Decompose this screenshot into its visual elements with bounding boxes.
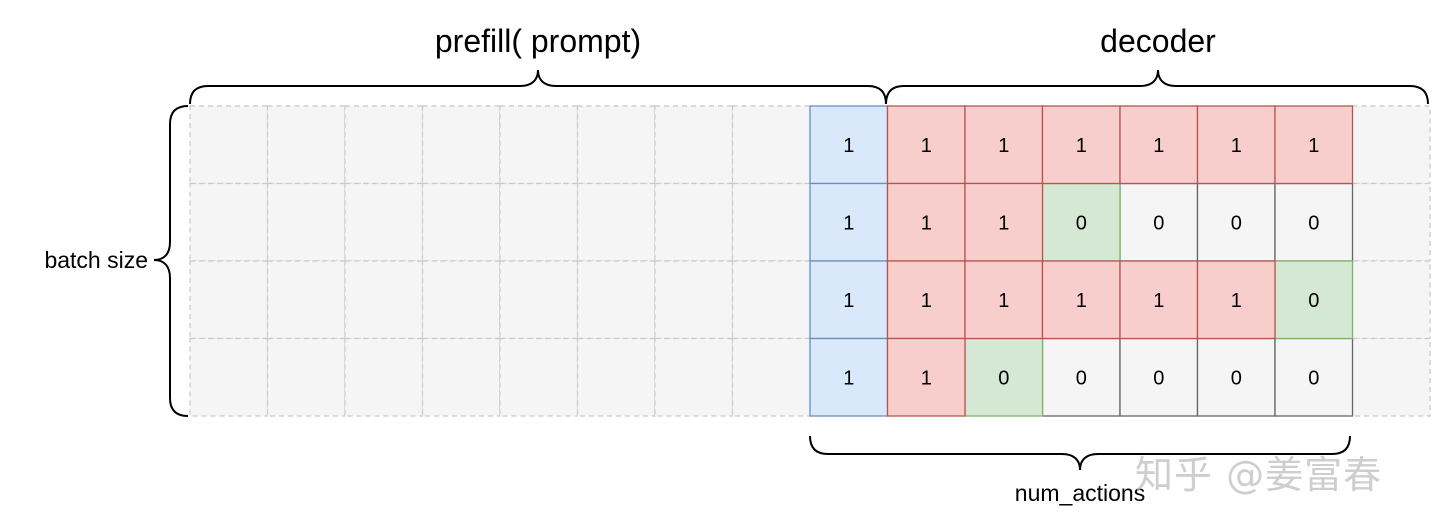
- decoder-cell-gray: [1119, 337, 1199, 417]
- empty-cell: [266, 182, 346, 262]
- cell-value: 1: [843, 135, 854, 157]
- decoder-cell-green: [1274, 260, 1354, 340]
- mask-cells-group: 1 1 1 1 0 0 0 0 0 0 0 0 0 0 1 1 1 1 1 1 1 1 1 1 1 1 1 1: [809, 105, 1354, 417]
- cell-value: 0: [1231, 212, 1242, 234]
- decoder-brace: [885, 69, 1429, 105]
- num-actions-label: num_actions: [1015, 480, 1145, 506]
- empty-cell: [499, 105, 579, 185]
- empty-cell: [189, 337, 269, 417]
- decoder-cell-red: [1119, 260, 1199, 340]
- empty-cell: [499, 260, 579, 340]
- empty-cell: [731, 260, 811, 340]
- empty-cell: [421, 337, 501, 417]
- cell-value: 1: [1231, 290, 1242, 312]
- cell-value: 0: [1076, 367, 1087, 389]
- cell-value: 0: [1308, 290, 1319, 312]
- cell-value: 0: [998, 367, 1009, 389]
- empty-cell: [654, 182, 734, 262]
- batch-size-brace: [153, 105, 189, 417]
- cell-value: 1: [843, 290, 854, 312]
- cell-value: 1: [1308, 135, 1319, 157]
- cell-value: 1: [921, 290, 932, 312]
- cell-value: 1: [921, 135, 932, 157]
- empty-cell: [1351, 337, 1431, 417]
- prefill-label: prefill( prompt): [435, 23, 641, 59]
- cell-value: 0: [1076, 212, 1087, 234]
- empty-cell: [266, 337, 346, 417]
- cell-value: 1: [921, 212, 932, 234]
- decoder-cell-red: [1041, 105, 1121, 185]
- cell-value: 0: [1308, 367, 1319, 389]
- batch-size-label: batch size: [44, 247, 148, 273]
- cell-value: 1: [921, 367, 932, 389]
- empty-cell: [189, 260, 269, 340]
- cell-value: 1: [998, 135, 1009, 157]
- decoder-cell-red: [964, 105, 1044, 185]
- cell-value: 1: [998, 290, 1009, 312]
- empty-cell: [499, 337, 579, 417]
- cell-value: 1: [1153, 290, 1164, 312]
- decoder-cell-gray: [1119, 182, 1199, 262]
- empty-cell: [576, 182, 656, 262]
- decoder-cell-red: [1041, 260, 1121, 340]
- decoder-label: decoder: [1100, 23, 1216, 59]
- decoder-cell-red: [1119, 105, 1199, 185]
- cell-value: 0: [1231, 367, 1242, 389]
- decoder-cell-gray: [1196, 337, 1276, 417]
- empty-cell: [731, 182, 811, 262]
- cell-value: 1: [843, 212, 854, 234]
- empty-cell: [1351, 260, 1431, 340]
- empty-cell: [266, 105, 346, 185]
- prompt-last-token-cell: [809, 182, 889, 262]
- decoder-cell-red: [1274, 105, 1354, 185]
- cell-value: 1: [1076, 290, 1087, 312]
- decoder-cell-gray: [1274, 337, 1354, 417]
- empty-cell: [421, 260, 501, 340]
- empty-cell: [1351, 182, 1431, 262]
- cell-value: 1: [843, 367, 854, 389]
- empty-cells-group: [189, 105, 1431, 417]
- cell-value: 0: [1308, 212, 1319, 234]
- prefill-brace: [189, 69, 887, 105]
- empty-cell: [1351, 105, 1431, 185]
- decoder-cell-red: [886, 260, 966, 340]
- decoder-cell-red: [1196, 105, 1276, 185]
- decoder-cell-gray: [1041, 337, 1121, 417]
- cell-value: 1: [1153, 135, 1164, 157]
- empty-cell: [654, 105, 734, 185]
- empty-cell: [266, 260, 346, 340]
- empty-cell: [421, 182, 501, 262]
- empty-cell: [421, 105, 501, 185]
- cell-value: 1: [1231, 135, 1242, 157]
- empty-cell: [654, 337, 734, 417]
- cell-value: 0: [1153, 212, 1164, 234]
- empty-cell: [576, 337, 656, 417]
- prompt-last-token-cell: [809, 105, 889, 185]
- empty-cell: [344, 337, 424, 417]
- empty-cell: [731, 105, 811, 185]
- empty-cell: [576, 260, 656, 340]
- empty-cell: [189, 182, 269, 262]
- decoder-cell-red: [886, 105, 966, 185]
- empty-cell: [576, 105, 656, 185]
- empty-cell: [731, 337, 811, 417]
- empty-cell: [344, 182, 424, 262]
- empty-cell: [344, 105, 424, 185]
- watermark-text: 知乎 @姜富春: [1135, 453, 1383, 497]
- decoder-cell-red: [964, 182, 1044, 262]
- decoder-cell-red: [886, 337, 966, 417]
- cell-value: 1: [998, 212, 1009, 234]
- decoder-cell-red: [964, 260, 1044, 340]
- cell-value: 0: [1153, 367, 1164, 389]
- cell-value: 1: [1076, 135, 1087, 157]
- decoder-cell-red: [886, 182, 966, 262]
- empty-cell: [499, 182, 579, 262]
- empty-cell: [189, 105, 269, 185]
- num-actions-brace: [809, 435, 1351, 471]
- decoder-cell-red: [1196, 260, 1276, 340]
- empty-cell: [344, 260, 424, 340]
- prompt-last-token-cell: [809, 260, 889, 340]
- empty-cell: [654, 260, 734, 340]
